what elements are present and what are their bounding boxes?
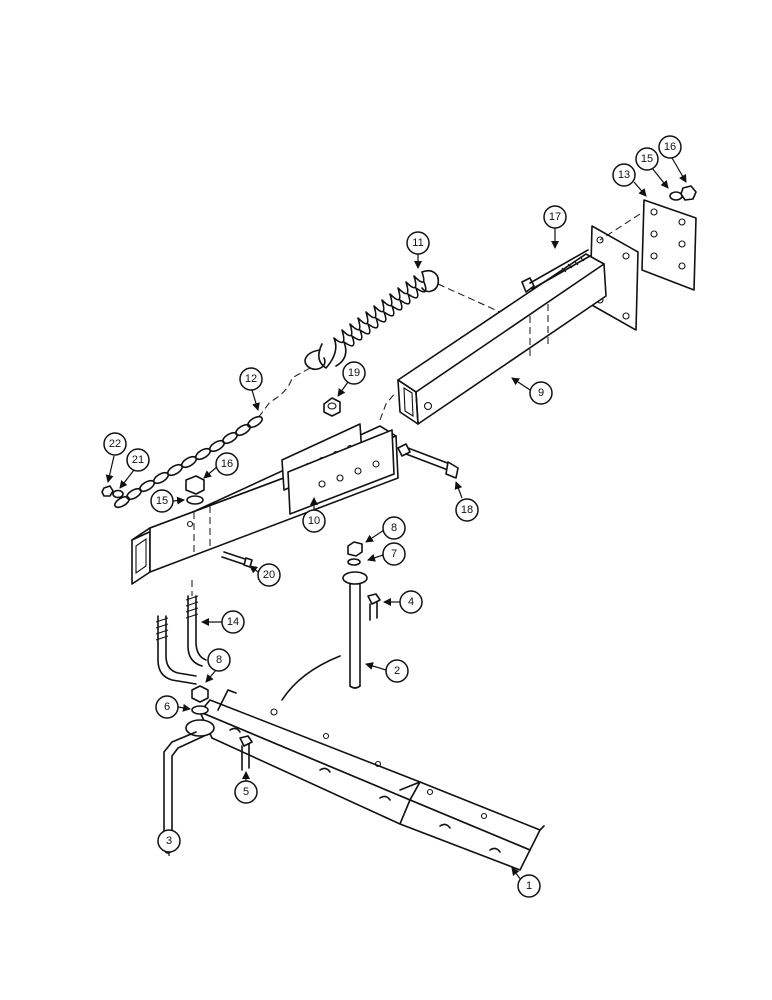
callout-label-14: 14: [227, 616, 239, 628]
plate-nut-washer: [669, 185, 697, 201]
callout-17: 17: [543, 205, 567, 249]
callout-15-lower: 15: [150, 489, 185, 513]
callout-5: 5: [234, 771, 258, 804]
callout-15-upper: 15: [635, 147, 669, 189]
channel-bolt-part: [239, 735, 253, 771]
callout-label-15-upper: 15: [641, 153, 653, 165]
callout-label-8-upper: 8: [391, 522, 397, 534]
callout-21: 21: [119, 448, 150, 489]
callout-label-7: 7: [391, 548, 397, 560]
callout-8-lower: 8: [205, 648, 231, 683]
inner-drawbar-part: [131, 423, 399, 585]
callout-12: 12: [239, 367, 263, 411]
callout-label-10: 10: [308, 515, 320, 527]
callout-label-3: 3: [166, 835, 172, 847]
reinforcement-plate-part: [641, 199, 697, 291]
callout-14: 14: [201, 610, 245, 634]
support-channel-part: [199, 689, 545, 871]
callout-7: 7: [367, 542, 406, 566]
small-bolt-part: [221, 551, 253, 568]
callout-18: 18: [454, 481, 479, 522]
callout-label-13: 13: [618, 169, 630, 181]
long-pin-part: [342, 541, 368, 689]
drawbar-bolt-part: [397, 443, 459, 479]
callout-16-upper: 16: [658, 135, 687, 183]
drawbar-nut-part: [323, 397, 341, 417]
callout-3: 3: [157, 829, 181, 856]
callout-16-lower: 16: [203, 452, 239, 479]
callout-label-5: 5: [243, 786, 249, 798]
callout-label-20: 20: [263, 569, 275, 581]
callout-label-16-lower: 16: [221, 458, 233, 470]
u-bolt-part: [155, 595, 207, 685]
assembly-lines: [191, 213, 641, 701]
chain-part: [113, 415, 264, 509]
callout-label-4: 4: [408, 596, 414, 608]
chain-end-fastener: [101, 485, 124, 499]
callout-label-12: 12: [245, 373, 257, 385]
callout-label-21: 21: [132, 454, 144, 466]
callout-label-15-lower: 15: [156, 495, 168, 507]
callout-label-18: 18: [461, 504, 473, 516]
callout-6: 6: [155, 695, 191, 719]
callout-label-8-lower: 8: [216, 654, 222, 666]
callout-label-9: 9: [538, 387, 544, 399]
callout-10: 10: [302, 497, 326, 533]
callout-13: 13: [612, 163, 647, 197]
crank-pin-part: [163, 685, 215, 854]
callout-9: 9: [511, 377, 553, 405]
short-bolt-part: [367, 593, 381, 621]
long-bolt-part: [521, 249, 591, 293]
callout-label-16-upper: 16: [664, 141, 676, 153]
callout-22: 22: [103, 432, 127, 483]
callout-1: 1: [511, 867, 541, 898]
callout-label-6: 6: [164, 701, 170, 713]
callout-19: 19: [337, 361, 366, 397]
callout-8-upper: 8: [365, 516, 406, 543]
callout-2: 2: [365, 659, 409, 683]
callout-20: 20: [249, 563, 281, 587]
callout-4: 4: [383, 590, 423, 614]
callout-label-2: 2: [394, 665, 400, 677]
callout-label-22: 22: [109, 438, 121, 450]
callout-label-17: 17: [549, 211, 561, 223]
callout-label-19: 19: [348, 367, 360, 379]
callout-label-11: 11: [412, 237, 423, 249]
callout-label-1: 1: [526, 880, 532, 892]
outer-tube-part: [397, 225, 639, 425]
callout-11: 11: [406, 231, 430, 269]
drawbar-nut-washer: [185, 475, 205, 505]
spring-part: [304, 269, 440, 371]
